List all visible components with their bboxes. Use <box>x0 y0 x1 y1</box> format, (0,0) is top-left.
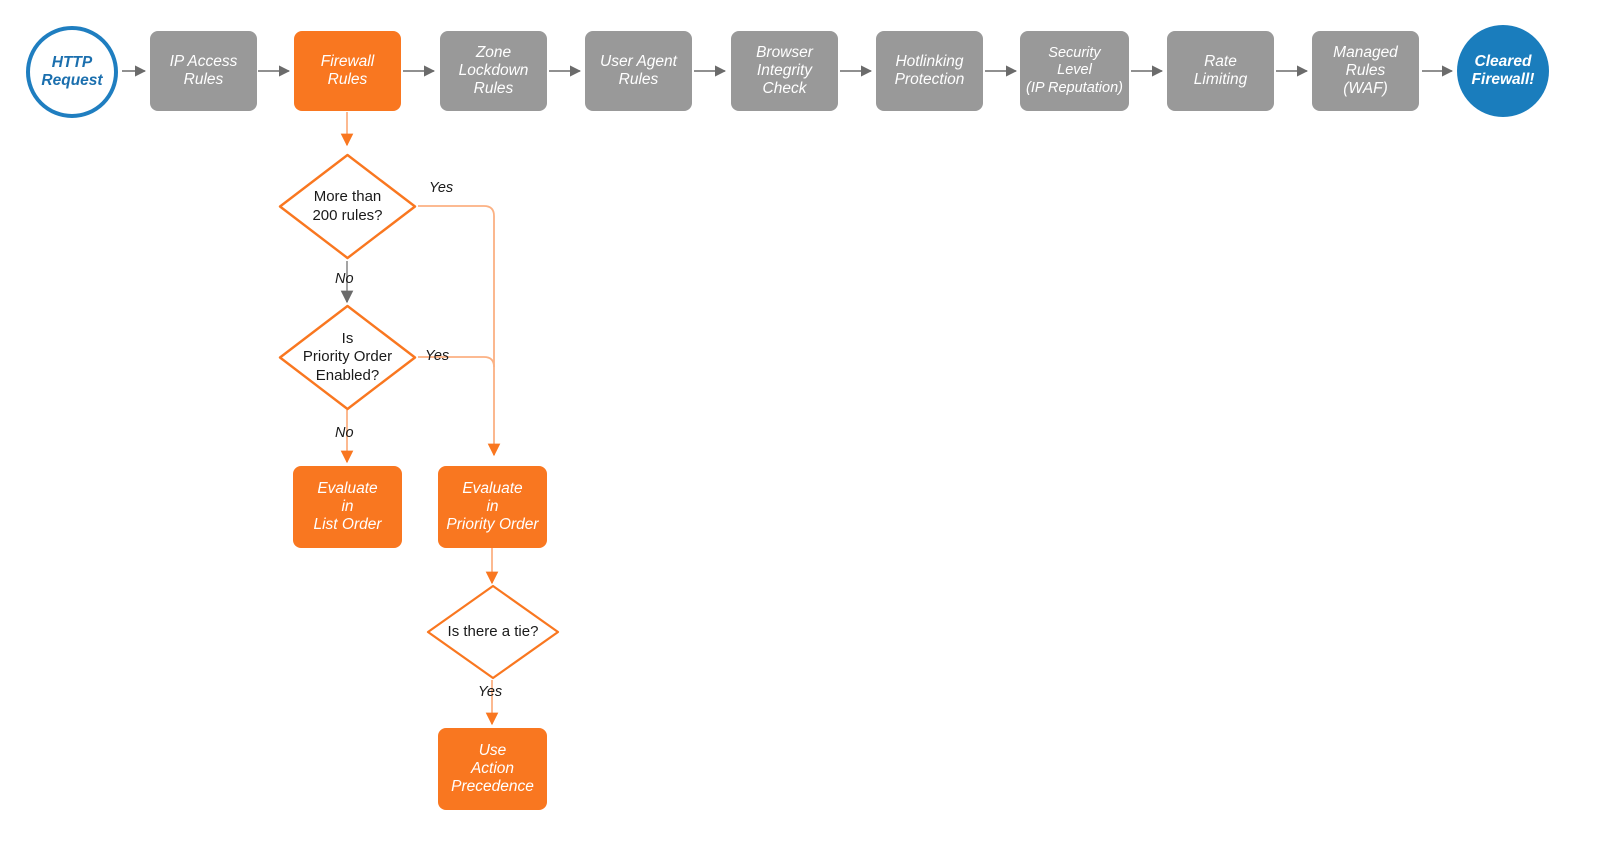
node-security-level[interactable]: Security Level (IP Reputation) <box>1020 31 1129 111</box>
node-cleared-firewall-label: Cleared Firewall! <box>1471 52 1535 88</box>
node-evaluate-in-priority-order[interactable]: Evaluate in Priority Order <box>438 466 547 548</box>
node-http-request-label: HTTP Request <box>41 53 103 89</box>
edge-label-more-than-200-no: No <box>335 271 354 287</box>
node-ip-access-rules-label: IP Access Rules <box>169 52 238 88</box>
node-rate-limiting[interactable]: Rate Limiting <box>1167 31 1274 111</box>
node-evaluate-in-list-order[interactable]: Evaluate in List Order <box>293 466 402 548</box>
node-hotlinking-protection-label: Hotlinking Protection <box>894 52 965 88</box>
node-more-than-200-rules[interactable]: More than 200 rules? <box>277 152 418 261</box>
edge-label-priority-order-yes: Yes <box>425 348 450 364</box>
node-evaluate-in-list-order-label: Evaluate in List Order <box>313 479 382 534</box>
node-user-agent-rules-label: User Agent Rules <box>600 52 677 88</box>
edge-label-priority-order-no: No <box>335 425 354 441</box>
node-zone-lockdown-rules[interactable]: Zone Lockdown Rules <box>440 31 547 111</box>
node-zone-lockdown-rules-label: Zone Lockdown Rules <box>458 43 529 98</box>
node-user-agent-rules[interactable]: User Agent Rules <box>585 31 692 111</box>
node-cleared-firewall[interactable]: Cleared Firewall! <box>1457 25 1549 117</box>
edge-label-tie-yes: Yes <box>478 684 503 700</box>
node-is-priority-order-enabled-label: Is Priority Order Enabled? <box>302 330 393 384</box>
diamond-shape-icon <box>278 304 417 411</box>
node-http-request[interactable]: HTTP Request <box>26 26 118 118</box>
node-evaluate-in-priority-order-label: Evaluate in Priority Order <box>446 479 539 534</box>
edge-label-more-than-200-yes: Yes <box>429 180 454 196</box>
node-firewall-rules[interactable]: Firewall Rules <box>294 31 401 111</box>
node-use-action-precedence[interactable]: Use Action Precedence <box>438 728 547 810</box>
node-rate-limiting-label: Rate Limiting <box>1193 52 1248 88</box>
node-browser-integrity-check[interactable]: Browser Integrity Check <box>731 31 838 111</box>
diamond-shape-icon <box>426 584 560 680</box>
node-hotlinking-protection[interactable]: Hotlinking Protection <box>876 31 983 111</box>
diamond-shape-icon <box>278 153 417 260</box>
node-more-than-200-rules-label: More than 200 rules? <box>312 188 383 224</box>
node-managed-rules-waf[interactable]: Managed Rules (WAF) <box>1312 31 1419 111</box>
node-is-there-a-tie[interactable]: Is there a tie? <box>425 583 561 681</box>
node-ip-access-rules[interactable]: IP Access Rules <box>150 31 257 111</box>
node-is-priority-order-enabled[interactable]: Is Priority Order Enabled? <box>277 303 418 412</box>
node-browser-integrity-check-label: Browser Integrity Check <box>756 43 813 98</box>
node-use-action-precedence-label: Use Action Precedence <box>451 741 534 796</box>
node-managed-rules-waf-label: Managed Rules (WAF) <box>1333 43 1398 98</box>
node-is-there-a-tie-label: Is there a tie? <box>447 622 539 640</box>
node-firewall-rules-label: Firewall Rules <box>320 52 375 88</box>
node-security-level-label: Security Level (IP Reputation) <box>1026 45 1123 96</box>
